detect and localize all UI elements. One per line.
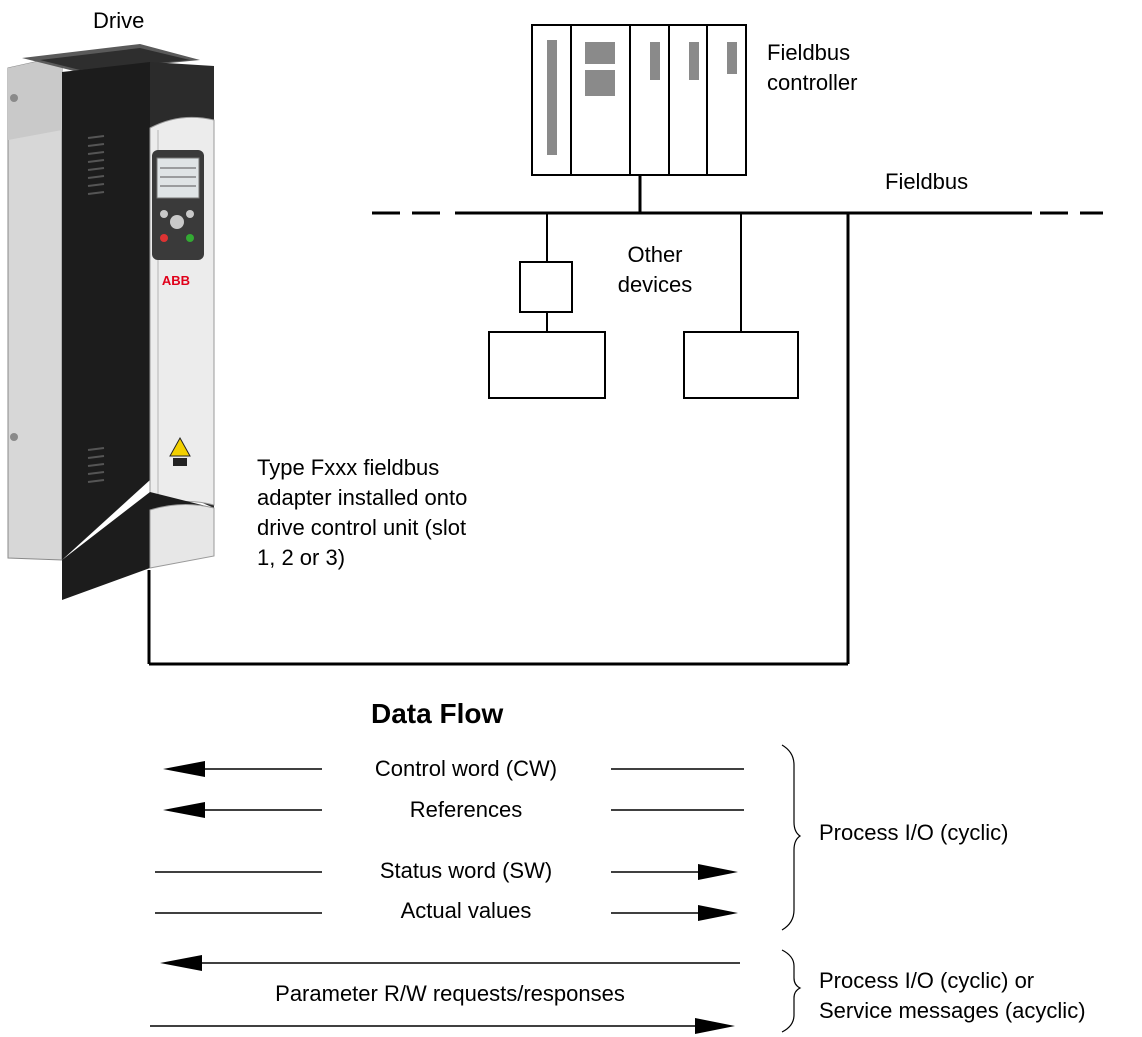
- process-io-cyclic-label: Process I/O (cyclic): [819, 820, 1009, 845]
- adapter-label-line3: drive control unit (slot: [257, 515, 467, 540]
- control-word-label: Control word (CW): [374, 756, 558, 781]
- fieldbus-controller: [531, 24, 747, 176]
- data-flow-title: Data Flow: [371, 698, 504, 729]
- brace-process-io: [781, 744, 802, 931]
- fieldbus-lines: [372, 175, 1103, 215]
- drive-illustration: ABB: [7, 44, 215, 600]
- other-device-box-2: [683, 331, 799, 399]
- fieldbus-controller-label-line1: Fieldbus: [767, 40, 851, 65]
- arrowhead-right-av: [698, 905, 738, 921]
- other-device-box-1: [488, 331, 606, 399]
- adapter-label-line4: 1, 2 or 3): [257, 545, 346, 570]
- arrowhead-left-param: [160, 955, 202, 971]
- data-flow-arrows: [150, 761, 744, 1034]
- parameter-rw-label: Parameter R/W requests/responses: [275, 981, 625, 1006]
- process-io-or-service-label-line1: Process I/O (cyclic) or: [819, 968, 1035, 993]
- group-braces: [781, 744, 802, 1033]
- adapter-label-line1: Type Fxxx fieldbus: [257, 455, 440, 480]
- arrowhead-right-param: [695, 1018, 735, 1034]
- actual-values-label: Actual values: [400, 898, 532, 923]
- arrowhead-left-ref: [163, 802, 205, 818]
- device-connections: [147, 213, 850, 666]
- status-word-label: Status word (SW): [379, 858, 553, 883]
- fieldbus-controller-label-line2: controller: [767, 70, 858, 95]
- drive-label: Drive: [93, 8, 145, 33]
- references-label: References: [409, 797, 523, 822]
- process-io-or-service-label-line2: Service messages (acyclic): [819, 998, 1086, 1023]
- fieldbus-label: Fieldbus: [885, 169, 969, 194]
- arrowhead-right-sw: [698, 864, 738, 880]
- adapter-label-line2: adapter installed onto: [257, 485, 468, 510]
- abb-logo: ABB: [162, 273, 190, 288]
- brace-parameter: [781, 949, 802, 1033]
- other-devices-label-line2: devices: [617, 272, 693, 297]
- arrowhead-left-cw: [163, 761, 205, 777]
- other-devices-label-line1: Other: [627, 242, 683, 267]
